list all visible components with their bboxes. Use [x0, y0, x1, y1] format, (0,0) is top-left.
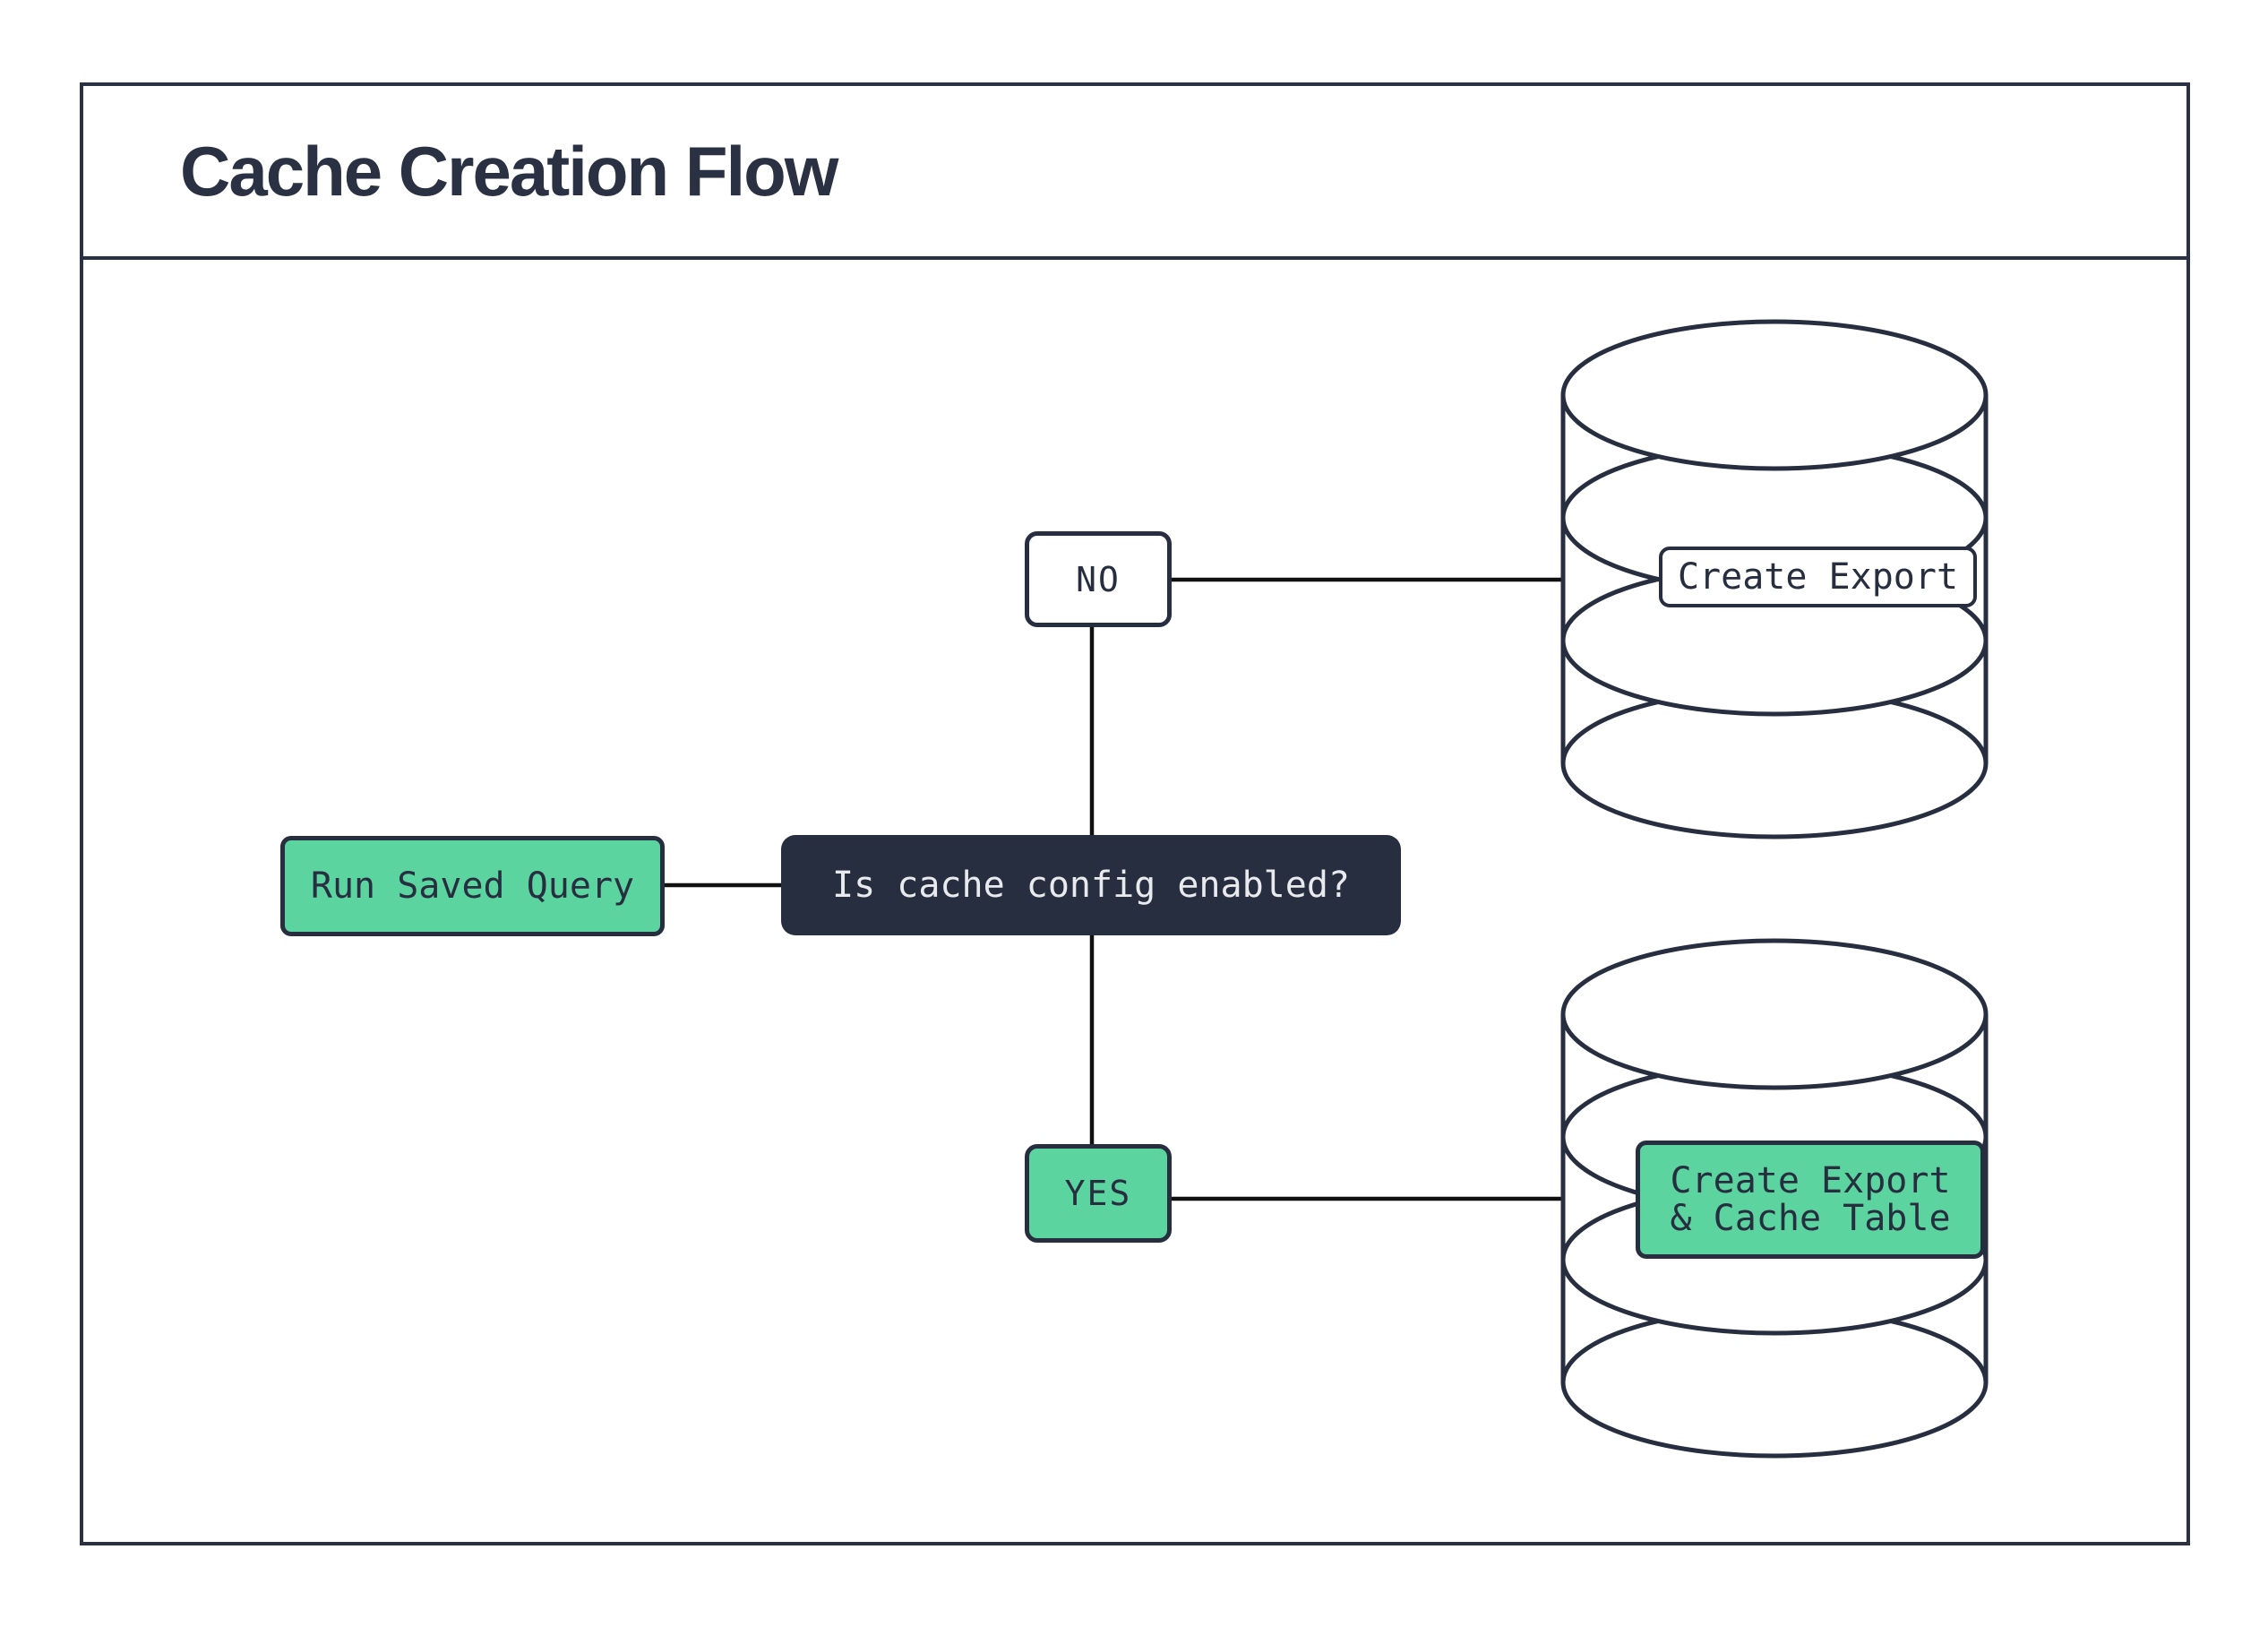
node-create-export-cache-table-line2: & Cache Table — [1670, 1198, 1951, 1239]
page-title: Cache Creation Flow — [180, 131, 838, 211]
node-cache-config-decision: Is cache config enabled? — [781, 835, 1401, 935]
node-branch-yes-label: YES — [1064, 1174, 1132, 1213]
node-create-export-label: Create Export — [1677, 556, 1959, 598]
node-create-export: Create Export — [1659, 547, 1977, 607]
node-branch-no-label: NO — [1076, 559, 1121, 599]
node-branch-yes: YES — [1025, 1144, 1172, 1243]
node-branch-no: NO — [1025, 531, 1172, 627]
node-cache-config-decision-label: Is cache config enabled? — [832, 865, 1350, 906]
node-create-export-cache-table: Create Export & Cache Table — [1636, 1141, 1985, 1259]
connector-lines — [665, 577, 1565, 1201]
diagram-header: Cache Creation Flow — [83, 86, 2186, 260]
node-create-export-cache-table-line1: Create Export — [1670, 1160, 1951, 1201]
node-run-saved-query-label: Run Saved Query — [310, 865, 635, 907]
node-run-saved-query: Run Saved Query — [280, 836, 665, 936]
